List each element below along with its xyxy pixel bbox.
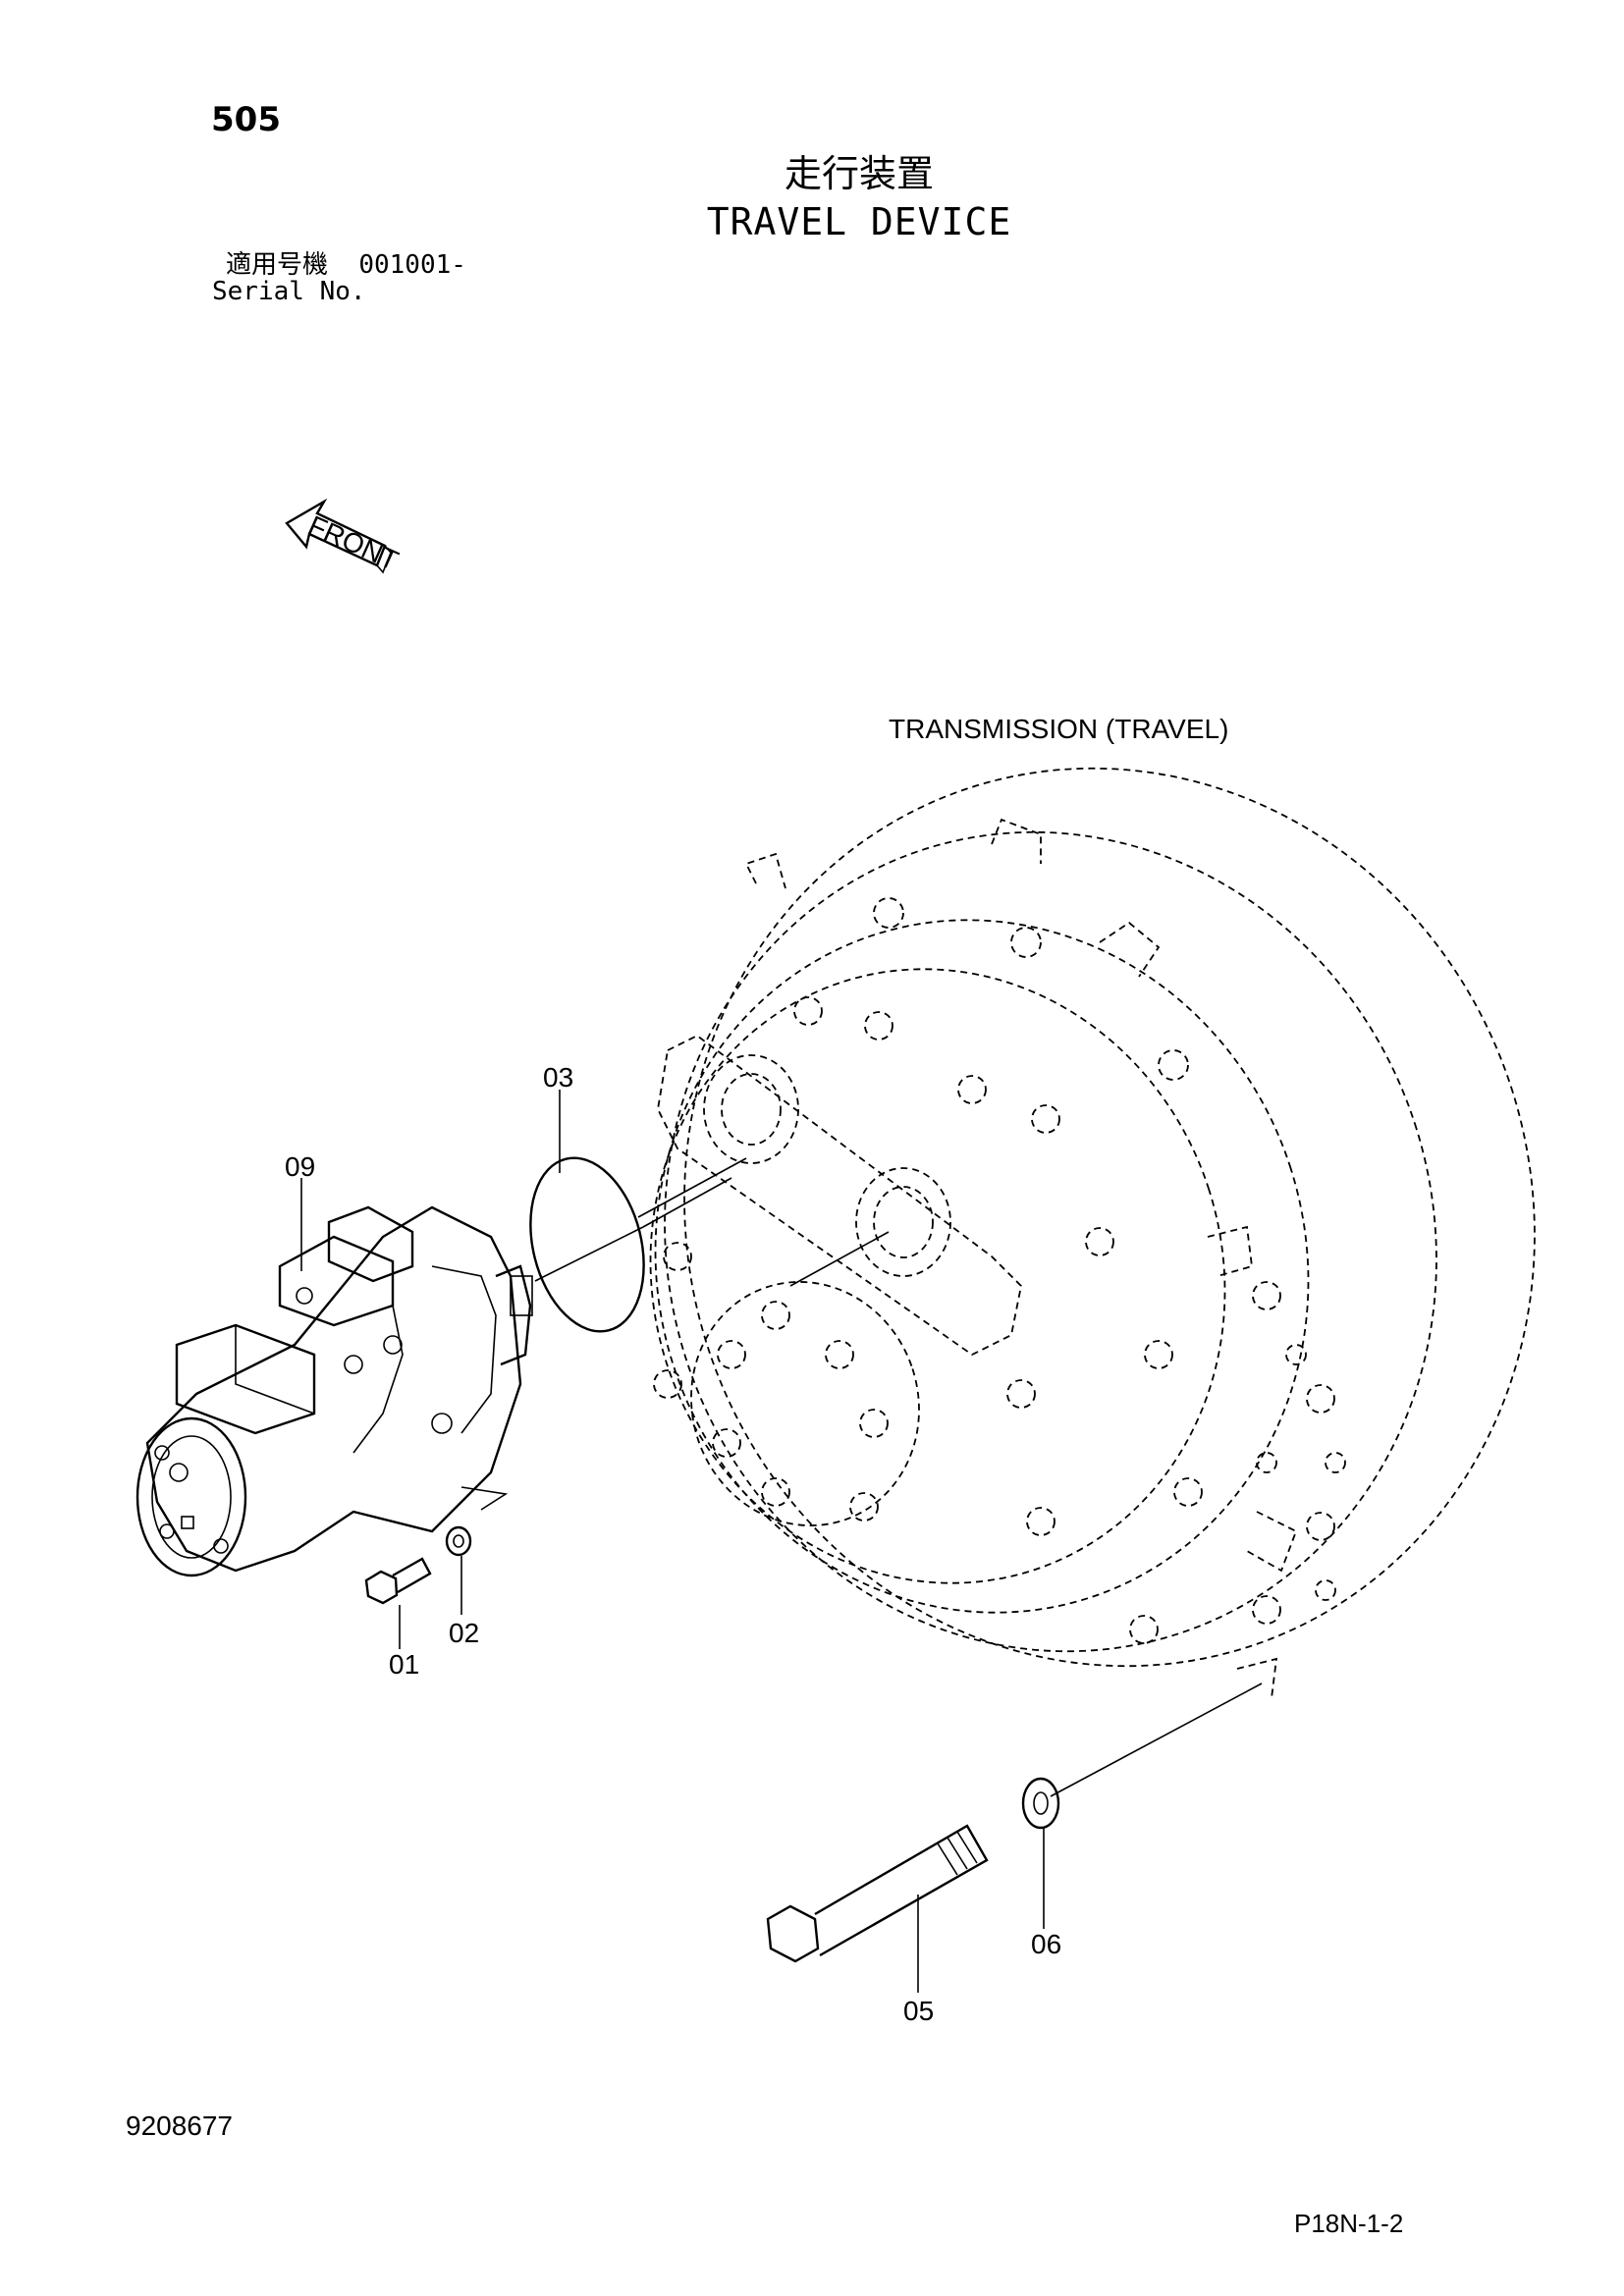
title-english: TRAVEL DEVICE [706, 200, 1012, 243]
guide-line [642, 1177, 732, 1228]
page-reference: P18N-1-2 [1294, 2209, 1404, 2238]
callout-03: 03 [543, 1062, 573, 1093]
callout-02: 02 [449, 1618, 479, 1648]
o-ring-03 [529, 1156, 645, 1333]
page-number: 505 [211, 100, 281, 139]
washer-02 [445, 1525, 472, 1557]
title-japanese: 走行装置 [784, 152, 934, 195]
guide-line [789, 1231, 890, 1287]
guide-line [1050, 1682, 1263, 1797]
assembly-label: TRANSMISSION (TRAVEL) [889, 714, 1228, 744]
callout-05: 05 [903, 1996, 934, 2026]
leader-line [460, 1486, 509, 1511]
serial-line-japanese: 適用号機 001001- [226, 252, 466, 278]
serial-value: 001001- [358, 250, 466, 280]
bolt-01 [364, 1557, 432, 1605]
bolt-05 [766, 1824, 989, 1963]
travel-motor [135, 1205, 533, 1577]
transmission-assembly [649, 767, 1536, 1699]
serial-label-english: Serial No. [212, 277, 366, 306]
serial-label-jp: 適用号機 [226, 250, 329, 280]
washer-06 [1021, 1777, 1060, 1830]
guide-line [534, 1226, 644, 1282]
callout-09: 09 [285, 1151, 315, 1182]
guide-line [637, 1157, 747, 1218]
front-arrow-icon: FRONT [285, 498, 404, 576]
front-label: FRONT [304, 509, 404, 576]
callout-01: 01 [389, 1649, 419, 1680]
document-number: 9208677 [126, 2110, 234, 2141]
callout-06: 06 [1031, 1929, 1061, 1959]
